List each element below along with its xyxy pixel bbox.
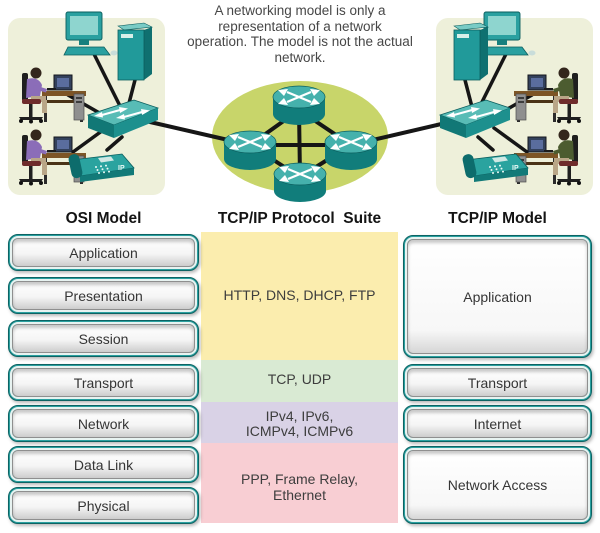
osi-layer-physical: Physical bbox=[8, 487, 199, 524]
tcpip-layer-label: Internet bbox=[405, 407, 590, 440]
router-icon bbox=[222, 129, 278, 172]
server-icon bbox=[453, 22, 489, 81]
protocols-internet-line: IPv4, IPv6, bbox=[265, 408, 334, 424]
osi-layer-transport: Transport bbox=[8, 364, 199, 401]
tcpip-layer-label: Network Access bbox=[405, 448, 590, 522]
osi-layer-session: Session bbox=[8, 320, 199, 357]
server-icon bbox=[117, 22, 153, 81]
osi-layer-label: Physical bbox=[10, 489, 197, 522]
protocols-transport: TCP, UDP bbox=[267, 371, 332, 387]
protocols-internet: IPv4, IPv6, ICMPv4, ICMPv6 bbox=[201, 409, 398, 439]
protocol-suite-header: TCP/IP Protocol Suite bbox=[217, 210, 382, 227]
band-internet bbox=[201, 402, 398, 443]
router-icon bbox=[323, 129, 379, 172]
osi-model-header: OSI Model bbox=[65, 210, 142, 227]
note-line: network. bbox=[274, 49, 326, 65]
protocols-internet-line: ICMPv4, ICMPv6 bbox=[245, 423, 354, 439]
band-application bbox=[201, 232, 398, 360]
tcpip-layer-label: Application bbox=[405, 237, 590, 356]
note-line: operation. The model is not the actual bbox=[187, 34, 413, 49]
osi-layer-network: Network bbox=[8, 405, 199, 442]
osi-layer-label: Presentation bbox=[10, 279, 197, 312]
note-line: representation of a network bbox=[218, 18, 382, 34]
network-illustration: IP bbox=[8, 11, 593, 204]
protocols-network-access: PPP, Frame Relay, Ethernet bbox=[201, 471, 398, 503]
band-transport bbox=[201, 360, 398, 402]
router-icon bbox=[272, 161, 328, 204]
osi-layer-presentation: Presentation bbox=[8, 277, 199, 314]
protocols-network-access-line: Ethernet bbox=[273, 487, 326, 503]
osi-layer-label: Application bbox=[10, 236, 197, 269]
osi-layer-label: Data Link bbox=[10, 448, 197, 481]
note-text: A networking model is only a representat… bbox=[150, 3, 450, 65]
tcpip-layer-application: Application bbox=[403, 235, 592, 358]
osi-layer-data-link: Data Link bbox=[8, 446, 199, 483]
tcpip-layer-transport: Transport bbox=[403, 364, 592, 401]
protocols-application: HTTP, DNS, DHCP, FTP bbox=[223, 287, 376, 303]
osi-layer-label: Network bbox=[10, 407, 197, 440]
tcpip-layer-network-access: Network Access bbox=[403, 446, 592, 524]
band-network-access bbox=[201, 443, 398, 523]
router-icon bbox=[271, 84, 327, 127]
osi-layer-label: Transport bbox=[10, 366, 197, 399]
osi-layer-application: Application bbox=[8, 234, 199, 271]
note-line: A networking model is only a bbox=[214, 3, 386, 18]
tcpip-layer-label: Transport bbox=[405, 366, 590, 399]
osi-layer-label: Session bbox=[10, 322, 197, 355]
protocols-network-access-line: PPP, Frame Relay, bbox=[241, 471, 358, 487]
tcpip-model-header: TCP/IP Model bbox=[448, 210, 547, 227]
tcpip-layer-internet: Internet bbox=[403, 405, 592, 442]
